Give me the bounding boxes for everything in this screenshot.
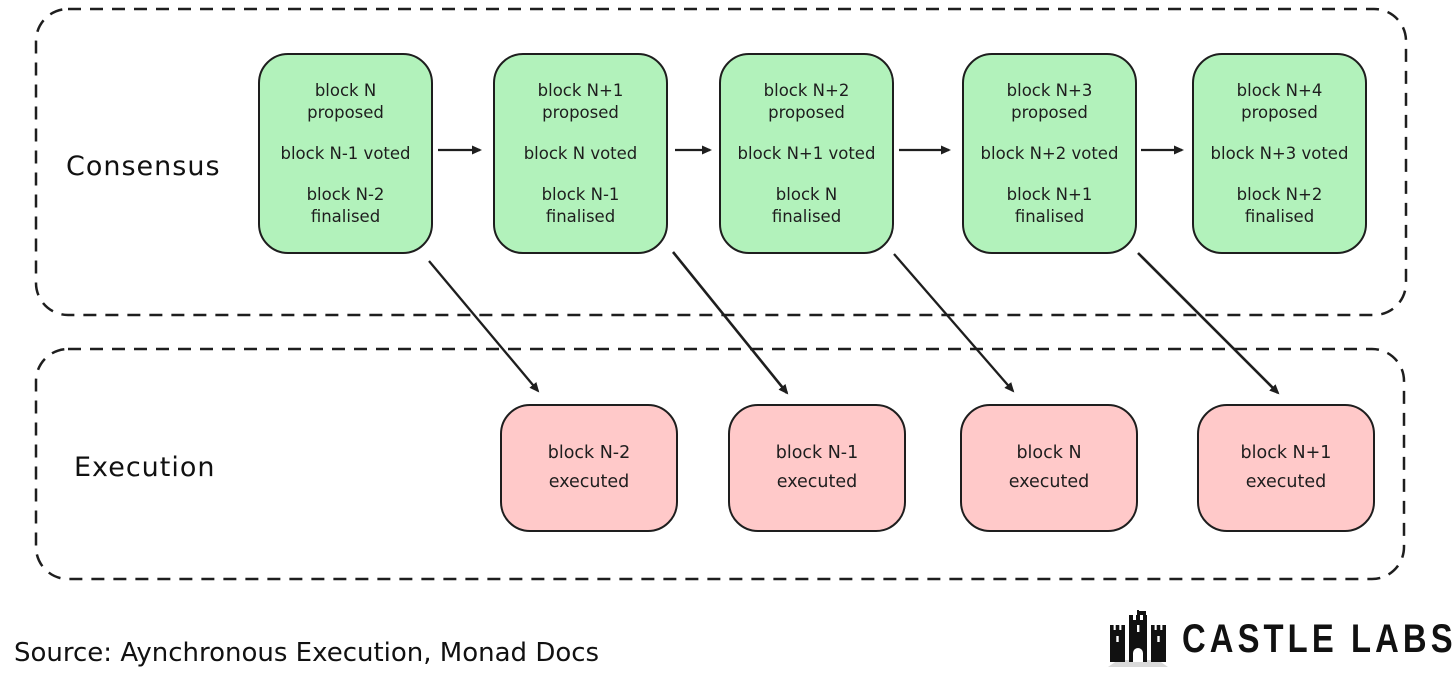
block-proposed-text: block N proposed xyxy=(307,80,384,122)
block-proposed-text: block N+4 proposed xyxy=(1236,80,1323,122)
block-proposed-text: block N+1 proposed xyxy=(537,80,624,122)
block-proposed-text: block N+3 proposed xyxy=(1006,80,1093,122)
consensus-block-n2: block N+2 proposed block N+1 voted block… xyxy=(719,53,894,254)
block-voted-text: block N+2 voted xyxy=(980,143,1119,163)
block-voted-text: block N+3 voted xyxy=(1210,143,1349,163)
consensus-block-n1: block N+1 proposed block N voted block N… xyxy=(493,53,668,254)
block-finalised-text: block N+2 finalised xyxy=(1236,184,1323,226)
execution-lane-label: Execution xyxy=(74,452,216,483)
consensus-lane-label: Consensus xyxy=(66,151,221,182)
arrow-finalise-2 xyxy=(671,251,789,395)
castle-labs-logo: CASTLE LABS xyxy=(1106,610,1456,668)
block-executed-text: block N+1 executed xyxy=(1240,443,1332,492)
block-finalised-text: block N-2 finalised xyxy=(306,184,385,226)
brand-name: CASTLE LABS xyxy=(1182,616,1456,661)
consensus-block-n4: block N+4 proposed block N+3 voted block… xyxy=(1192,53,1367,254)
block-finalised-text: block N+1 finalised xyxy=(1006,184,1093,226)
block-executed-text: block N executed xyxy=(1008,443,1090,492)
execution-block-n-2: block N-2 executed xyxy=(500,404,678,532)
block-finalised-text: block N-1 finalised xyxy=(541,184,620,226)
execution-block-n-1: block N-1 executed xyxy=(728,404,906,532)
block-executed-text: block N-2 executed xyxy=(547,443,631,492)
execution-block-n: block N executed xyxy=(960,404,1138,532)
block-voted-text: block N-1 voted xyxy=(280,143,411,163)
consensus-block-n3: block N+3 proposed block N+2 voted block… xyxy=(962,53,1137,254)
castle-icon xyxy=(1108,610,1168,667)
execution-block-n+1: block N+1 executed xyxy=(1197,404,1375,532)
source-caption: Source: Aynchronous Execution, Monad Doc… xyxy=(14,638,600,668)
block-executed-text: block N-1 executed xyxy=(775,443,859,492)
arrow-finalise-4 xyxy=(1137,252,1280,395)
block-voted-text: block N voted xyxy=(523,143,638,163)
block-voted-text: block N+1 voted xyxy=(737,143,876,163)
arrow-finalise-3 xyxy=(893,253,1015,393)
arrow-finalise-1 xyxy=(428,260,540,393)
block-proposed-text: block N+2 proposed xyxy=(763,80,850,122)
block-finalised-text: block N finalised xyxy=(771,184,842,226)
consensus-block-n: block N proposed block N-1 voted block N… xyxy=(258,53,433,254)
